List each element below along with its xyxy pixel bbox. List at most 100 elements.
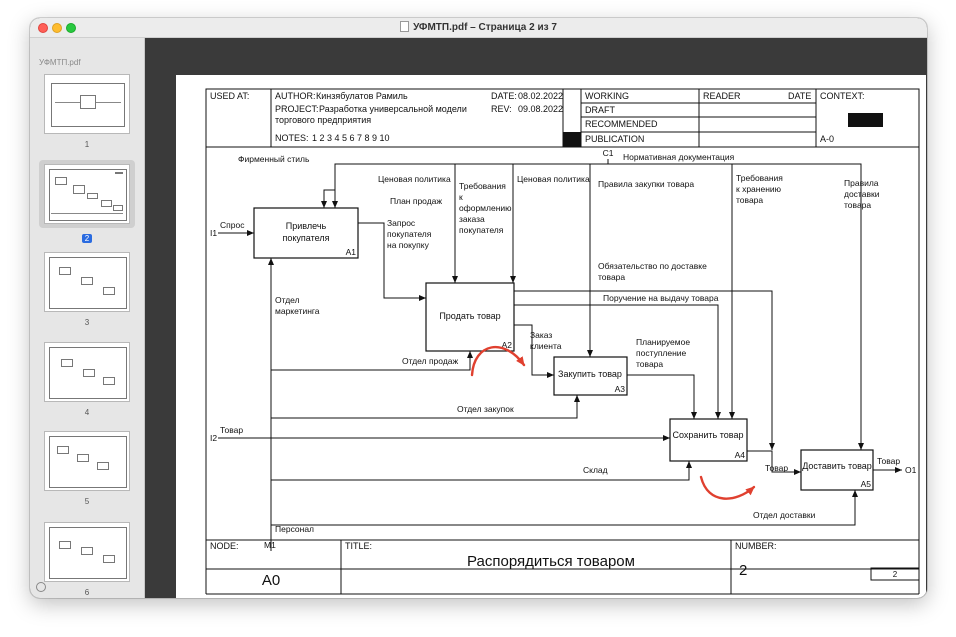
box-a5-number: A5 xyxy=(861,479,872,489)
window-title: УФМТП.pdf – Страница 2 из 7 xyxy=(413,22,557,33)
thumbnail-image xyxy=(44,164,130,224)
box-a3-label: Закупить товар xyxy=(558,369,622,379)
label-req-order-4: заказа xyxy=(459,214,485,224)
thumbnail-page-number: 5 xyxy=(84,497,90,506)
label-price-policy-1: Ценовая политика xyxy=(378,174,451,184)
thumbnail-page-4[interactable]: 4 xyxy=(44,342,130,417)
idef0-diagram: USED AT: AUTHOR: Кинзябулатов Рамиль PRO… xyxy=(205,88,920,595)
thumbnail-page-number: 6 xyxy=(84,588,90,597)
context-thumbnail xyxy=(848,113,883,127)
box-a4-number: A4 xyxy=(735,450,746,460)
title-bar[interactable]: УФМТП.pdf – Страница 2 из 7 xyxy=(30,18,927,38)
label-req-order-5: покупателя xyxy=(459,225,504,235)
thumbnail-page-3[interactable]: 3 xyxy=(44,252,130,327)
rev-value: 09.08.2022 xyxy=(518,104,563,114)
label-planned-1: Планируемое xyxy=(636,337,690,347)
arrow-client-order xyxy=(514,324,554,378)
label-delivery-dept: Отдел доставки xyxy=(753,510,816,520)
reader-label: READER xyxy=(703,91,741,101)
sidebar-file-name: УФМТП.pdf xyxy=(39,58,81,67)
box-a4-label: Сохранить товар xyxy=(673,430,744,440)
label-delivery-obligation-2: товара xyxy=(598,272,625,282)
node-label: NODE: xyxy=(210,541,239,551)
title-label: TITLE: xyxy=(345,541,372,551)
label-issue-order: Поручение на выдачу товара xyxy=(603,293,719,303)
close-button[interactable] xyxy=(38,23,48,33)
arrow-purchase-dept xyxy=(271,395,580,419)
thumbnail-image xyxy=(44,74,130,134)
box-a5-label: Доставить товар xyxy=(802,461,872,471)
arrow-warehouse xyxy=(271,461,692,481)
thumbnail-page-6[interactable]: 6 xyxy=(44,522,130,597)
box-a1-label-1: Привлечь xyxy=(286,221,327,231)
label-o1: O1 xyxy=(905,465,917,475)
sidebar-options-icon[interactable] xyxy=(36,582,46,592)
thumbnail-page-5[interactable]: 5 xyxy=(44,431,130,506)
label-client-order-1: Заказ xyxy=(530,330,552,340)
project-line-2: торгового предприятия xyxy=(275,115,371,125)
thumbnail-page-1[interactable]: 1 xyxy=(44,74,130,149)
arrow-sales-dept xyxy=(271,351,473,371)
node-value: A0 xyxy=(262,572,280,589)
label-delivery-rules-2: доставки xyxy=(844,189,880,199)
thumbnail-page-number: 3 xyxy=(84,318,90,327)
project-label: PROJECT: xyxy=(275,104,319,114)
box-a3-number: A3 xyxy=(615,384,626,394)
label-normative: Нормативная документация xyxy=(623,152,735,162)
author-label: AUTHOR: xyxy=(275,91,316,101)
pdf-page: USED AT: AUTHOR: Кинзябулатов Рамиль PRO… xyxy=(176,75,926,598)
rev-label: REV: xyxy=(491,104,512,114)
label-delivery-rules-3: товара xyxy=(844,200,871,210)
label-delivery-rules-1: Правила xyxy=(844,178,879,188)
thumbnail-image xyxy=(44,431,130,491)
label-m1: M1 xyxy=(264,540,276,550)
thumbnail-page-2-selected[interactable]: 2 xyxy=(39,160,135,243)
label-goods-mid: Товар xyxy=(765,463,788,473)
date-value: 08.02.2022 xyxy=(518,91,563,101)
document-viewer[interactable]: USED AT: AUTHOR: Кинзябулатов Рамиль PRO… xyxy=(145,38,927,598)
label-req-order-2: к xyxy=(459,192,463,202)
arrow-delivery-rules xyxy=(608,163,864,450)
thumbnail-image xyxy=(44,342,130,402)
label-req-storage-3: товара xyxy=(736,195,763,205)
thumbnail-sidebar[interactable]: УФМТП.pdf 1 xyxy=(30,38,145,598)
label-firm-style: Фирменный стиль xyxy=(238,154,310,164)
box-a2-number: A2 xyxy=(502,340,513,350)
label-demand: Спрос xyxy=(220,220,245,230)
box-a2-label: Продать товар xyxy=(439,311,500,321)
thumbnail-page-number: 1 xyxy=(84,140,90,149)
box-a1-number: A1 xyxy=(346,247,357,257)
publication-marker xyxy=(563,132,581,147)
label-req-storage-1: Требования xyxy=(736,173,783,183)
status-working: WORKING xyxy=(585,91,629,101)
label-i1: I1 xyxy=(210,228,217,238)
minimize-button[interactable] xyxy=(52,23,62,33)
context-label: CONTEXT: xyxy=(820,91,865,101)
box-a1-label-2: покупателя xyxy=(283,233,330,243)
notes-label: NOTES: xyxy=(275,133,309,143)
thumbnail-page-number: 2 xyxy=(81,234,93,243)
arrow-planned xyxy=(627,374,697,419)
number-label: NUMBER: xyxy=(735,541,777,551)
pdf-document-icon xyxy=(400,21,410,32)
project-line-1: Разработка универсальной модели xyxy=(319,104,467,114)
label-goods-out: Товар xyxy=(877,456,900,466)
status-publication: PUBLICATION xyxy=(585,134,644,144)
thumbnail-selection xyxy=(39,160,135,228)
label-i2: I2 xyxy=(210,433,217,443)
zoom-button[interactable] xyxy=(66,23,76,33)
label-purchase-rules: Правила закупки товара xyxy=(598,179,694,189)
date-label: DATE: xyxy=(491,91,517,101)
label-sales-plan: План продаж xyxy=(390,196,442,206)
label-planned-2: поступление xyxy=(636,348,687,358)
label-staff: Персонал xyxy=(275,524,314,534)
status-recommended: RECOMMENDED xyxy=(585,119,658,129)
author-value: Кинзябулатов Рамиль xyxy=(316,91,408,101)
thumbnail-image xyxy=(44,522,130,582)
arrow-goods-mid xyxy=(747,450,801,475)
diagram-title: Распорядиться товаром xyxy=(467,553,635,570)
number-value: 2 xyxy=(739,562,747,579)
highlight-arrow-1 xyxy=(470,346,526,377)
status-draft: DRAFT xyxy=(585,105,615,115)
arrow-request xyxy=(358,222,426,301)
